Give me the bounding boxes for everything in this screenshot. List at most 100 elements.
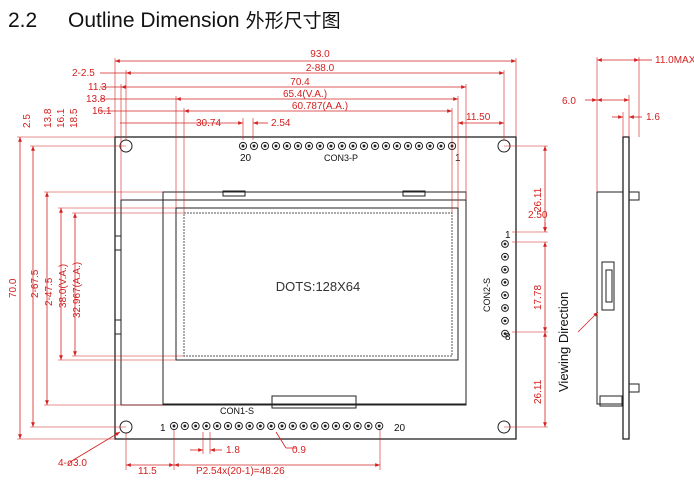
connector-pin-center [194, 424, 198, 428]
dim-hole-offset: 2-2.5 [72, 68, 95, 79]
connector-pin [288, 421, 297, 431]
side-connector-pins [501, 240, 509, 338]
side-conn-pin-bottom: 8 [505, 332, 511, 343]
connector-pin [348, 141, 358, 151]
left-pin-block [114, 319, 122, 335]
connector-pin-center [334, 424, 338, 428]
connector-pin-center [340, 144, 344, 148]
connector-pin [331, 421, 341, 431]
connector-pin [271, 141, 281, 151]
side-tab [628, 191, 640, 201]
connector-pin-center [366, 424, 370, 428]
bottom-conn-pin-right: 20 [394, 423, 406, 434]
connector-pin-center [172, 424, 176, 428]
connector-pin-center [291, 424, 295, 428]
connector-pin [238, 141, 248, 151]
dim-bottom-offset: 11.5 [138, 466, 157, 477]
connector-pin-center [248, 424, 252, 428]
dim-side-bottom: 26.11 [533, 379, 544, 404]
connector-pin [342, 421, 351, 431]
view-area [175, 207, 459, 361]
connector-pin [326, 141, 336, 151]
side-tab [628, 383, 640, 393]
connector-pin-center [323, 424, 327, 428]
connector-pin-center [503, 293, 507, 297]
connector-pin [501, 240, 509, 248]
connector-pin [299, 421, 308, 431]
connector-pin [501, 291, 509, 300]
frame-tab [222, 190, 246, 197]
dim-aa-offset: 16.1 [92, 106, 112, 117]
dim-aa-height: 32.967(A.A.) [72, 262, 83, 318]
connector-pin [256, 421, 265, 431]
connector-pin-center [406, 144, 410, 148]
connector-pin [315, 141, 325, 151]
dim-pin-pitch: 2.54 [271, 118, 291, 129]
connector-pin-center [269, 424, 273, 428]
connector-pin-center [274, 144, 278, 148]
side-connector [601, 261, 615, 311]
top-conn-pin-left: 20 [240, 153, 252, 164]
frame-outline [162, 191, 467, 405]
connector-pin [249, 141, 259, 151]
connector-pin-center [417, 144, 421, 148]
connector-pin-center [237, 424, 241, 428]
connector-pin [310, 421, 319, 431]
dim-side-top: 26.11 [533, 187, 544, 212]
bottom-latch [271, 395, 357, 409]
connector-pin-center [252, 144, 256, 148]
dim-active-area: 60.787(A.A.) [292, 101, 348, 112]
dim-hole-vpitch: 2-67.5 [30, 269, 41, 298]
frame-tab [402, 190, 426, 197]
connector-pin-center [263, 144, 267, 148]
active-area [183, 212, 453, 357]
connector-pin [370, 141, 380, 151]
right-dimensions: 26.11 2.50 17.78 26.11 [504, 145, 548, 428]
connector-pin-center [503, 255, 507, 259]
connector-pin-center [241, 144, 245, 148]
connector-pin-center [503, 281, 507, 284]
connector-pin-center [183, 424, 187, 428]
connector-pin-center [503, 268, 507, 271]
connector-pin-center [503, 242, 507, 246]
dim-pin-hole: 0.9 [292, 445, 306, 456]
connector-pin [260, 141, 270, 151]
side-connector-inner [605, 269, 613, 303]
bottom-connector-pins [169, 421, 384, 431]
dim-side-6: 6.0 [562, 96, 576, 107]
dim-total-width: 93.0 [310, 49, 330, 60]
connector-pin-center [280, 424, 284, 428]
dim-va-height: 38.0(V.A.) [58, 264, 69, 308]
side-view: 11.0MAX 6.0 1.6 Viewing Direction [556, 55, 694, 440]
connector-pin-center [373, 144, 377, 148]
dim-total-height: 70.0 [8, 278, 19, 298]
connector-pin-center [428, 144, 432, 148]
connector-pin [213, 421, 222, 431]
connector-pin [501, 252, 509, 261]
connector-pin [180, 421, 189, 431]
connector-pin [364, 421, 373, 431]
connector-pin [501, 329, 509, 338]
dim-edge-2-5: 2.5 [22, 114, 33, 128]
horizontal-dimensions: 93.0 2-2.5 2-88.0 11.3 70.4 13.8 65.4(V.… [72, 49, 517, 213]
section-number: 2.2 [8, 9, 38, 32]
connector-pin [293, 141, 303, 151]
side-conn-pin-top: 1 [505, 230, 511, 241]
connector-pin [501, 316, 509, 325]
connector-pin [282, 141, 292, 151]
front-view: DOTS:128X64 20 1 CON3-P 1 20 CON1-S 1 8 … [114, 136, 517, 440]
connector-pin-center [329, 144, 333, 148]
connector-pin [425, 141, 435, 151]
connector-pin-center [439, 144, 443, 148]
connector-pin-center [258, 424, 262, 428]
side-connector-label: CON2-S [482, 278, 492, 312]
connector-pin-center [377, 424, 381, 428]
display-dots-label: DOTS:128X64 [276, 279, 361, 294]
section-title: Outline Dimension [68, 9, 240, 32]
dim-right-offset: 11.50 [466, 112, 491, 123]
top-connector-label: CON3-P [324, 153, 358, 163]
connector-pin-center [351, 144, 355, 148]
side-module-body [596, 191, 624, 405]
connector-pin-center [226, 424, 230, 428]
